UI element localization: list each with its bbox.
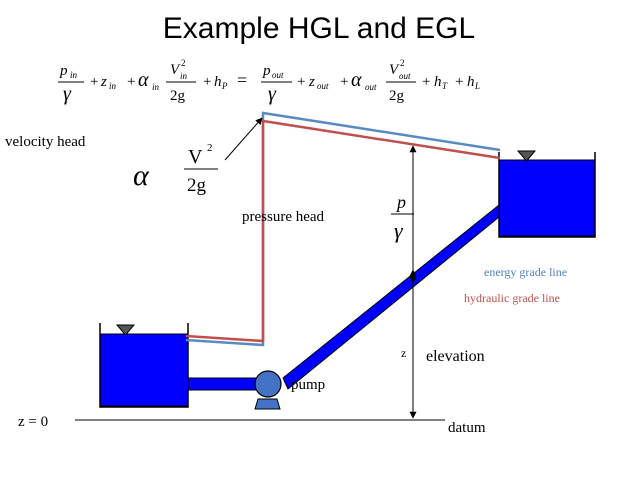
z-equals-0-label: z = 0 — [18, 414, 48, 430]
eq-p-in-p: p — [59, 63, 68, 79]
velocity-head-2g: 2g — [187, 175, 207, 196]
energy-grade-line — [185, 111, 501, 347]
eq-alpha-in-sub: in — [152, 82, 160, 92]
eq-plus-5: + — [340, 74, 348, 90]
p-over-gamma-gamma: γ — [394, 218, 404, 243]
hydraulic-grade-line-label: hydraulic grade line — [464, 291, 560, 305]
eq-p-out-sub: out — [272, 70, 284, 80]
eq-v-in-sq: 2 — [181, 58, 186, 68]
eq-v-out-sq: 2 — [400, 58, 405, 68]
eq-z-in: z — [100, 74, 107, 90]
eq-h-t-sub: T — [442, 81, 448, 91]
eq-plus-2: + — [127, 74, 135, 90]
velocity-head-pointer — [224, 117, 263, 161]
eq-h-p: h — [214, 74, 222, 90]
left-reservoir-water — [99, 333, 189, 407]
suction-pipe — [187, 377, 259, 391]
pressure-head-label: pressure head — [242, 209, 325, 225]
eq-v-in: V — [170, 62, 181, 78]
eq-h-p-sub: P — [221, 81, 228, 91]
eq-v-out-sub: out — [399, 71, 411, 81]
eq-v-in-sub: in — [180, 71, 188, 81]
right-reservoir-water — [498, 159, 596, 237]
left-reservoir-walls — [99, 323, 189, 408]
eq-plus-1: + — [90, 74, 98, 90]
datum-label: datum — [448, 420, 486, 436]
right-reservoir-walls — [498, 152, 596, 238]
velocity-head-v: V — [188, 146, 203, 168]
eq-2g-2: 2g — [389, 88, 405, 104]
hydraulic-grade-line — [185, 119, 501, 343]
pump-label: pump — [291, 377, 325, 393]
eq-gamma-2: γ — [268, 83, 277, 105]
energy-equation: p in γ + z in + α in V 2 in 2g + h P = p… — [58, 58, 480, 105]
eq-h-l: h — [467, 74, 475, 90]
eq-p-out-p: p — [262, 63, 271, 79]
eq-p-in-sub: in — [70, 70, 78, 80]
eq-z-out: z — [308, 74, 315, 90]
eq-alpha-out: α — [351, 69, 362, 91]
eq-h-l-sub: L — [474, 81, 480, 91]
energy-grade-line-label: energy grade line — [484, 265, 567, 279]
eq-alpha-in: α — [138, 69, 149, 91]
p-over-gamma-p: p — [395, 192, 406, 212]
velocity-head-alpha: α — [133, 159, 150, 192]
eq-plus-4: + — [297, 74, 305, 90]
eq-2g-1: 2g — [170, 88, 186, 104]
eq-gamma-1: γ — [63, 83, 72, 105]
pump-base — [254, 398, 281, 410]
eq-plus-3: + — [203, 74, 211, 90]
slide-title: Example HGL and EGL — [162, 12, 476, 45]
velocity-head-square: 2 — [207, 142, 213, 154]
left-water-surface-marker — [115, 324, 136, 336]
eq-equals: = — [237, 70, 247, 90]
eq-plus-7: + — [455, 74, 463, 90]
eq-z-in-sub: in — [109, 81, 117, 91]
right-water-surface-marker — [516, 150, 537, 162]
eq-h-t: h — [434, 74, 442, 90]
eq-alpha-out-sub: out — [365, 82, 377, 92]
velocity-head-label: velocity head — [5, 134, 86, 150]
eq-plus-6: + — [422, 74, 430, 90]
elevation-label: elevation — [426, 348, 485, 365]
pump-icon — [254, 370, 282, 398]
discharge-pipe — [282, 203, 500, 390]
z-label: z — [401, 346, 406, 360]
eq-v-out: V — [389, 62, 400, 78]
eq-z-out-sub: out — [317, 81, 329, 91]
